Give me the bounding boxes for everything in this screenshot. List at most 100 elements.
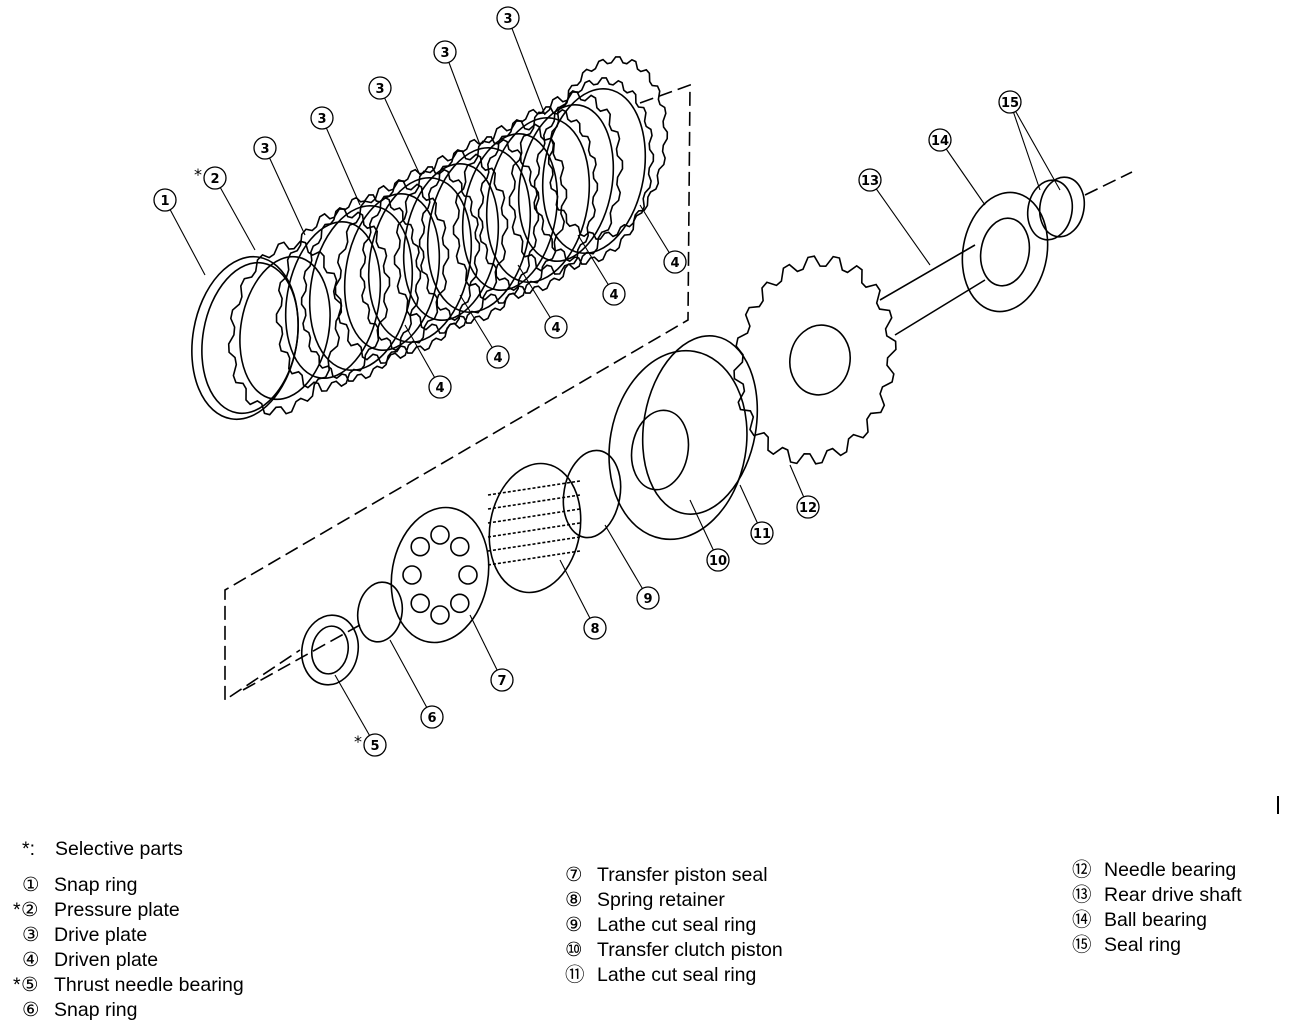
spring-retainer — [488, 462, 582, 594]
legend-text: Ball bearing — [1104, 909, 1207, 931]
leader-line — [1009, 101, 1041, 191]
callout-circle — [433, 40, 457, 64]
callout-number: 9 — [643, 592, 652, 607]
legend-glyph: ⑤ — [21, 974, 39, 996]
selective-parts-note: *:Selective parts — [22, 838, 183, 861]
callout-number: 5 — [370, 739, 379, 754]
leader-line — [404, 324, 441, 388]
legend-glyph: ⑮ — [1072, 934, 1092, 956]
legend-number: ⑨ — [565, 913, 597, 938]
callout-number: 11 — [753, 527, 771, 542]
legend-number: ⑬ — [1072, 883, 1104, 908]
driven-plate — [359, 166, 481, 354]
legend-item: ⑭ Ball bearing — [1072, 908, 1242, 933]
callout-circle — [490, 668, 514, 692]
legend-text: Thrust needle bearing — [54, 974, 244, 996]
note-marker: *: — [22, 838, 36, 860]
callout-number: 3 — [440, 46, 449, 61]
leader-line — [321, 117, 361, 206]
callout-circle — [368, 76, 392, 100]
seal-ring — [1038, 176, 1086, 238]
legend-number: ④ — [22, 948, 54, 973]
drive-plate — [334, 180, 450, 364]
driven-plate — [367, 177, 473, 343]
callout-circle — [928, 128, 952, 152]
snap-ring — [191, 255, 299, 421]
legend-number: *⑤ — [13, 973, 54, 998]
leader-line — [389, 639, 433, 718]
leader-line — [1015, 111, 1061, 191]
leader-line — [459, 294, 499, 358]
legend-text: Spring retainer — [597, 889, 725, 911]
callout-number: 15 — [1001, 96, 1019, 111]
selective-asterisk: * — [13, 899, 21, 921]
transfer-clutch-piston — [630, 409, 690, 491]
legend-glyph: ② — [21, 899, 39, 921]
legend-number: ⑦ — [565, 863, 597, 888]
pressure-plate — [239, 255, 331, 401]
legend-text: Lathe cut seal ring — [597, 964, 757, 986]
legend-text: Seal ring — [1104, 934, 1181, 956]
callout-number: 1 — [160, 194, 169, 209]
leader-line — [939, 139, 986, 206]
legend-glyph: ⑭ — [1072, 909, 1092, 931]
legend-text: Transfer piston seal — [597, 864, 768, 886]
legend-number: ⑪ — [565, 963, 597, 988]
drive-plate — [343, 192, 441, 352]
drive-plate — [508, 91, 624, 275]
rear-drive-shaft — [879, 244, 986, 336]
legend-number: ⑩ — [565, 938, 597, 963]
ball-bearing — [979, 217, 1031, 287]
callout-circle — [636, 586, 660, 610]
retainer-spring — [487, 522, 581, 538]
callout-circle — [203, 166, 227, 190]
legend-number: ⑫ — [1072, 858, 1104, 883]
legend-text: Snap ring — [54, 999, 138, 1021]
callout-number: 4 — [609, 288, 618, 303]
leader-line — [334, 674, 376, 746]
callout-circle — [796, 495, 820, 519]
thrust-needle-bearing — [300, 614, 360, 686]
legend-glyph: ⑦ — [565, 864, 583, 886]
callout-number: 4 — [551, 321, 560, 336]
legend-number: ⑮ — [1072, 933, 1104, 958]
callout-number: 6 — [427, 711, 436, 726]
assembly-boundary — [224, 83, 691, 702]
seal-cell — [430, 605, 450, 625]
legend-item: ⑦ Transfer piston seal — [565, 863, 783, 888]
driven-plate — [541, 88, 647, 254]
callout-circle — [998, 90, 1022, 114]
seal-cell — [449, 536, 470, 557]
retainer-spring — [487, 550, 581, 566]
callout-circle — [153, 188, 177, 212]
callout-number: 3 — [375, 82, 384, 97]
leader-line — [214, 177, 256, 251]
selective-asterisk: * — [194, 165, 202, 184]
callout-number: 8 — [590, 622, 599, 637]
legend-text: Lathe cut seal ring — [597, 914, 757, 936]
callout-circle — [602, 282, 626, 306]
drive-plate — [517, 103, 615, 263]
callout-circle — [858, 168, 882, 192]
driven-plate — [485, 117, 591, 283]
drive-plate — [461, 132, 559, 292]
drive-plate — [393, 150, 509, 334]
legend-number: ⑥ — [22, 998, 54, 1023]
leader-line — [469, 614, 503, 681]
leader-line — [517, 264, 557, 328]
callout-circle — [363, 733, 387, 757]
legend-glyph: ⑬ — [1072, 884, 1092, 906]
callout-number: 13 — [861, 174, 879, 189]
legend-glyph: ⑧ — [565, 889, 583, 911]
leader-line — [869, 179, 931, 266]
transfer-piston-seal — [390, 506, 490, 644]
